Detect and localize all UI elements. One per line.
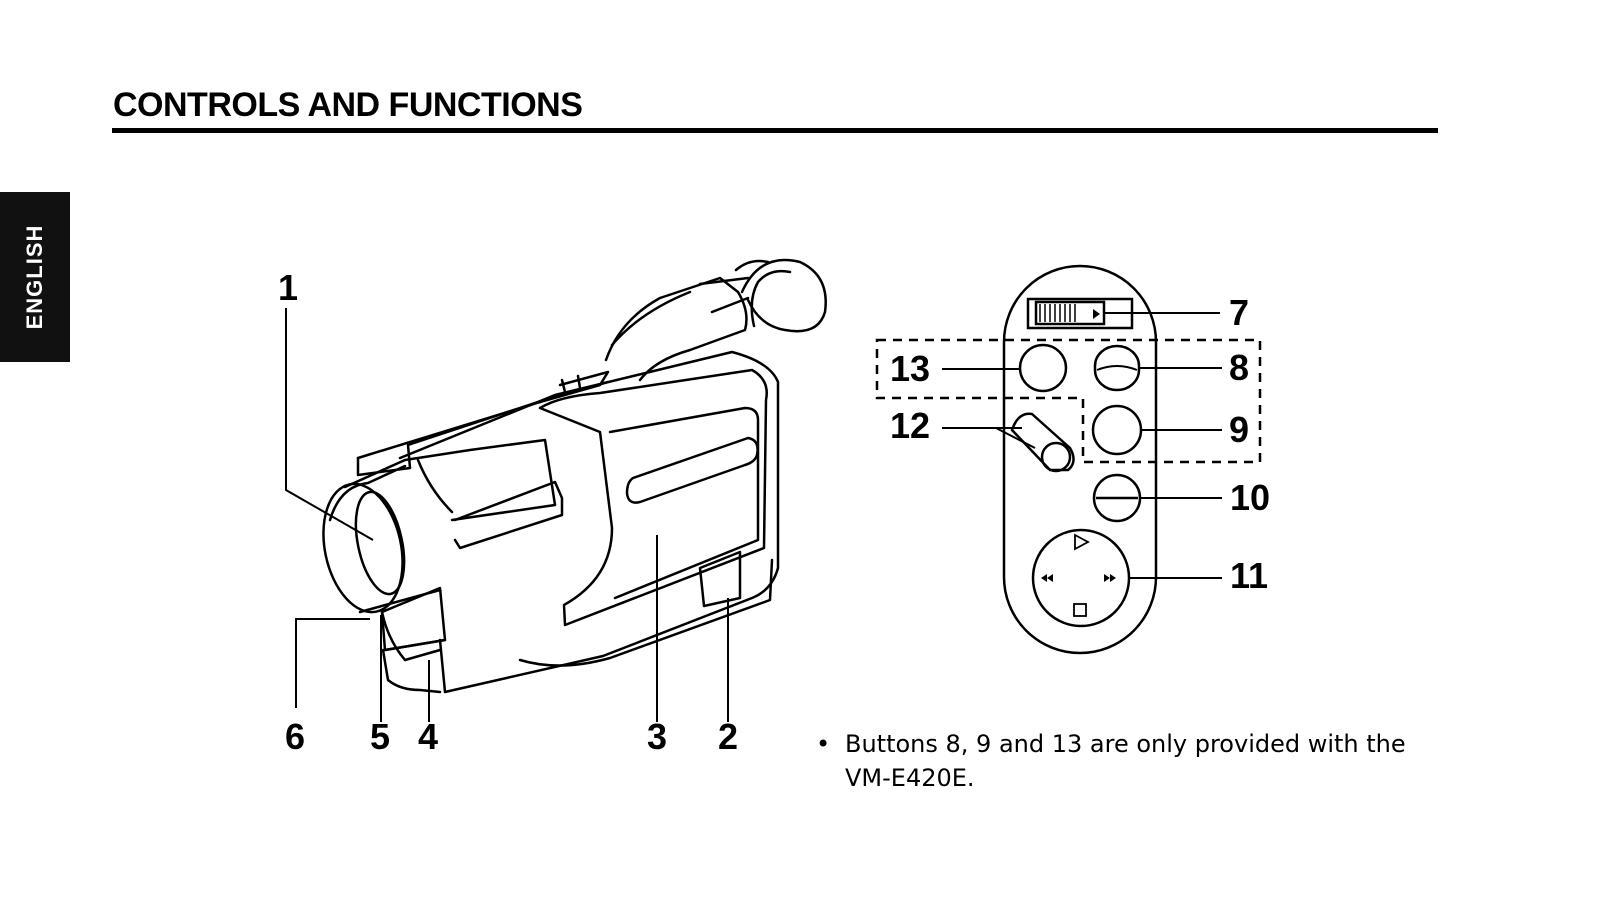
remote-callouts: 7 8 9 10 11 12 13 <box>890 292 1270 596</box>
callout-5: 5 <box>370 716 390 757</box>
directional-pad-icon <box>1031 528 1131 628</box>
remote-button-13 <box>1018 343 1068 393</box>
rewind-icon <box>1041 574 1053 582</box>
stop-icon <box>1073 603 1087 617</box>
fast-forward-icon <box>1104 574 1116 582</box>
play-icon <box>1074 533 1090 551</box>
callout-3: 3 <box>647 716 667 757</box>
note-text: Buttons 8, 9 and 13 are only provided wi… <box>845 730 1406 792</box>
callout-7: 7 <box>1229 292 1249 333</box>
callout-11: 11 <box>1230 555 1268 596</box>
callout-8: 8 <box>1229 347 1249 388</box>
callout-1: 1 <box>278 267 298 308</box>
note-bullet: • <box>816 730 831 758</box>
page-title: CONTROLS AND FUNCTIONS <box>113 86 583 124</box>
model-group-outline <box>875 338 1262 464</box>
title-rule <box>112 128 1438 133</box>
remote-button-9 <box>1091 404 1143 456</box>
callout-4: 4 <box>418 716 438 757</box>
remote-control-drawing <box>1002 264 1158 655</box>
callout-12: 12 <box>890 405 930 446</box>
remote-lever-12 <box>1010 412 1075 473</box>
remote-leader-lines <box>942 312 1222 579</box>
camera-leader-lines <box>285 308 729 722</box>
callout-13: 13 <box>890 348 930 389</box>
camera-callouts: 1 2 3 4 5 6 <box>278 267 738 757</box>
callout-2: 2 <box>718 716 738 757</box>
camcorder-drawing <box>322 258 827 694</box>
remote-body <box>1002 264 1158 655</box>
language-tab: ENGLISH <box>0 192 70 362</box>
callout-10: 10 <box>1230 477 1270 518</box>
callout-6: 6 <box>285 716 305 757</box>
callout-9: 9 <box>1229 409 1249 450</box>
